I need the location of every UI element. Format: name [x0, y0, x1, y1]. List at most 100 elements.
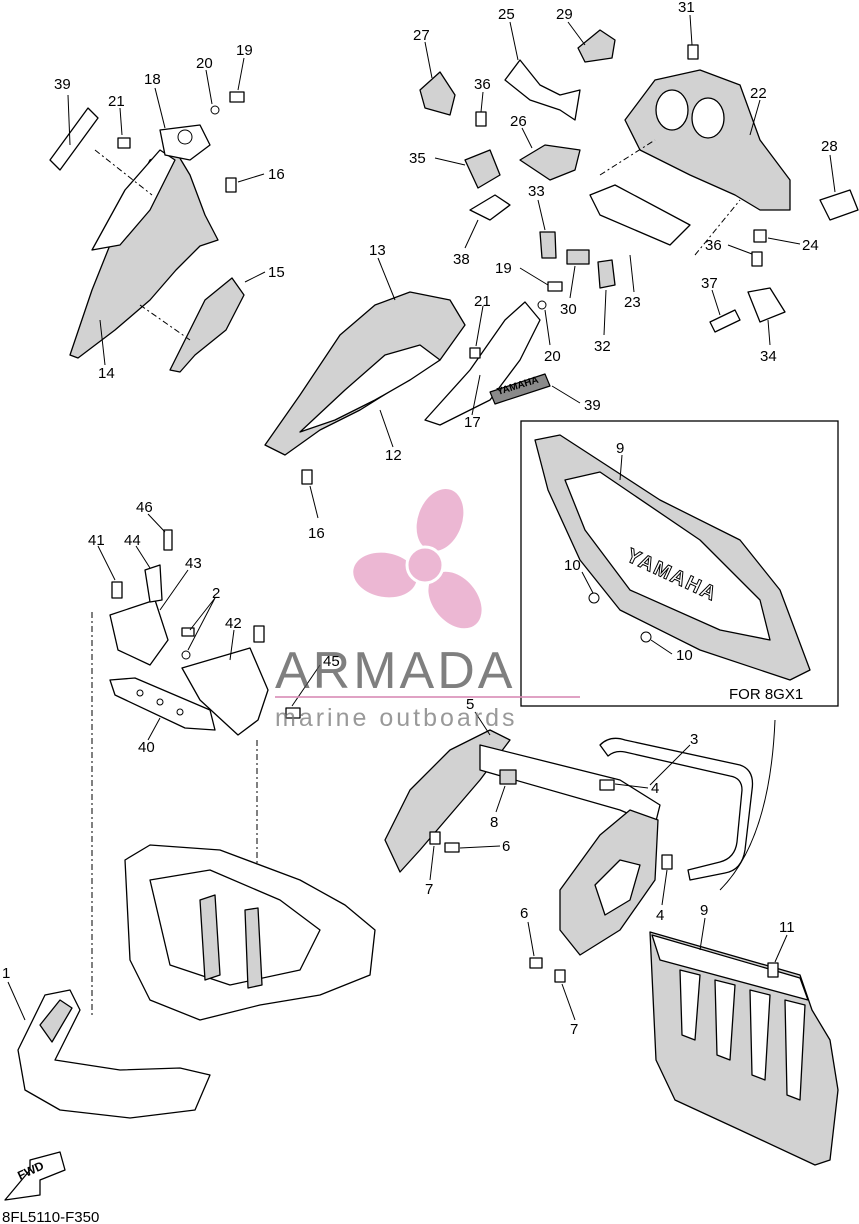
stay-40-hole-c	[176, 708, 184, 716]
decal-39-left	[49, 107, 99, 171]
callout-12: 12	[385, 447, 402, 464]
callout-labels: 1 2 3 4 4 5 6 6 7 7 8 9 9 10 10 11 12 13…	[2, 0, 838, 1038]
callout-43: 43	[185, 555, 202, 572]
leader-28	[829, 154, 836, 193]
curve-to-inset	[719, 719, 776, 891]
callout-30: 30	[560, 301, 577, 318]
inset-8gx1: YAMAHA FOR 8GX1	[520, 420, 839, 707]
leader-31	[689, 14, 693, 46]
callout-16a: 16	[268, 166, 285, 183]
leader-2b	[187, 597, 216, 651]
fwd-arrow: FWD	[4, 1151, 66, 1201]
leader-39-center	[551, 385, 581, 404]
leader-27	[424, 41, 433, 79]
callout-21a: 21	[108, 93, 125, 110]
cover-27	[419, 71, 456, 116]
screw-11	[767, 962, 779, 978]
callout-4a: 4	[651, 780, 659, 797]
frame-and-bumper	[7, 612, 376, 1119]
leader-21-center	[475, 305, 484, 347]
leader-19-center	[519, 267, 549, 286]
callout-46: 46	[136, 499, 153, 516]
callout-11: 11	[779, 919, 795, 936]
leader-37	[711, 289, 721, 316]
leader-36-right	[727, 244, 753, 255]
assembly-line-meter	[599, 139, 741, 256]
frame-post-a	[199, 894, 221, 981]
nose-cone-group: YAMAHA	[264, 257, 581, 519]
callout-8: 8	[490, 814, 498, 831]
callout-14: 14	[98, 365, 115, 382]
screw-31	[687, 44, 699, 60]
stay-40-hole-b	[156, 698, 164, 706]
gauge-right	[691, 97, 725, 139]
leader-9-main	[699, 917, 706, 951]
screw-16-left	[225, 177, 237, 193]
bolt-42-top	[253, 625, 265, 643]
bolt-4-bottom	[661, 854, 673, 870]
leader-9-inset	[619, 454, 623, 481]
leader-13	[377, 257, 396, 301]
front-cowl-group	[49, 57, 266, 373]
callout-3: 3	[690, 731, 698, 748]
callout-7b: 7	[570, 1021, 578, 1038]
washer-20-center	[537, 300, 547, 310]
callout-20a: 20	[196, 55, 213, 72]
callout-18: 18	[144, 71, 161, 88]
leader-25	[509, 21, 519, 61]
stay-38	[469, 194, 511, 221]
callout-9b: 9	[700, 902, 708, 919]
callout-39a: 39	[54, 76, 71, 93]
inset-frame	[520, 420, 839, 707]
collar-8	[499, 769, 517, 785]
leader-36-top	[480, 91, 484, 113]
bolt-41	[111, 581, 123, 599]
leader-2a	[189, 597, 216, 631]
leader-42	[229, 629, 235, 661]
inner-panel-15	[169, 277, 245, 373]
cover-29	[577, 29, 616, 63]
bracket-42	[181, 647, 269, 736]
skid-plate-group	[649, 917, 839, 1166]
bolt-4-top	[599, 779, 615, 791]
callout-25: 25	[498, 6, 515, 23]
callout-22: 22	[750, 85, 767, 102]
stay-40-hole-a	[136, 689, 144, 697]
callout-10b: 10	[676, 647, 693, 664]
propeller-blade-right	[428, 571, 482, 629]
cover-25	[504, 59, 581, 121]
decal-39-center	[489, 373, 551, 405]
bracket-35	[464, 149, 501, 189]
leader-20-center	[544, 309, 551, 346]
leader-10a	[581, 571, 594, 594]
leader-11	[774, 934, 788, 963]
front-bumper-1	[17, 989, 211, 1119]
callout-1: 1	[2, 965, 10, 982]
bolt-24	[753, 229, 767, 243]
watermark: ARMADA marine outboards	[275, 489, 580, 732]
guard-group	[384, 711, 776, 1021]
callout-19a: 19	[236, 42, 253, 59]
callout-10a: 10	[564, 557, 581, 574]
switch-panel-23	[589, 184, 691, 246]
callout-32: 32	[594, 338, 611, 355]
callout-41: 41	[88, 532, 105, 549]
side-guard-right-window	[594, 859, 641, 916]
leader-46	[147, 513, 166, 533]
callout-40: 40	[138, 739, 155, 756]
callout-31: 31	[678, 0, 695, 16]
propeller-logo-icon	[353, 489, 482, 629]
front-cowl-14-upper	[91, 149, 176, 251]
callout-27: 27	[413, 27, 430, 44]
leader-45	[291, 664, 321, 707]
leader-15	[244, 271, 266, 283]
skid-rib-c	[749, 989, 771, 1081]
leader-17	[471, 374, 481, 416]
leader-12	[379, 409, 394, 448]
leader-16-center	[309, 485, 319, 519]
skid-rib-b	[714, 979, 736, 1061]
callout-44: 44	[124, 532, 141, 549]
propeller-hub	[405, 545, 445, 585]
callout-37: 37	[701, 275, 718, 292]
